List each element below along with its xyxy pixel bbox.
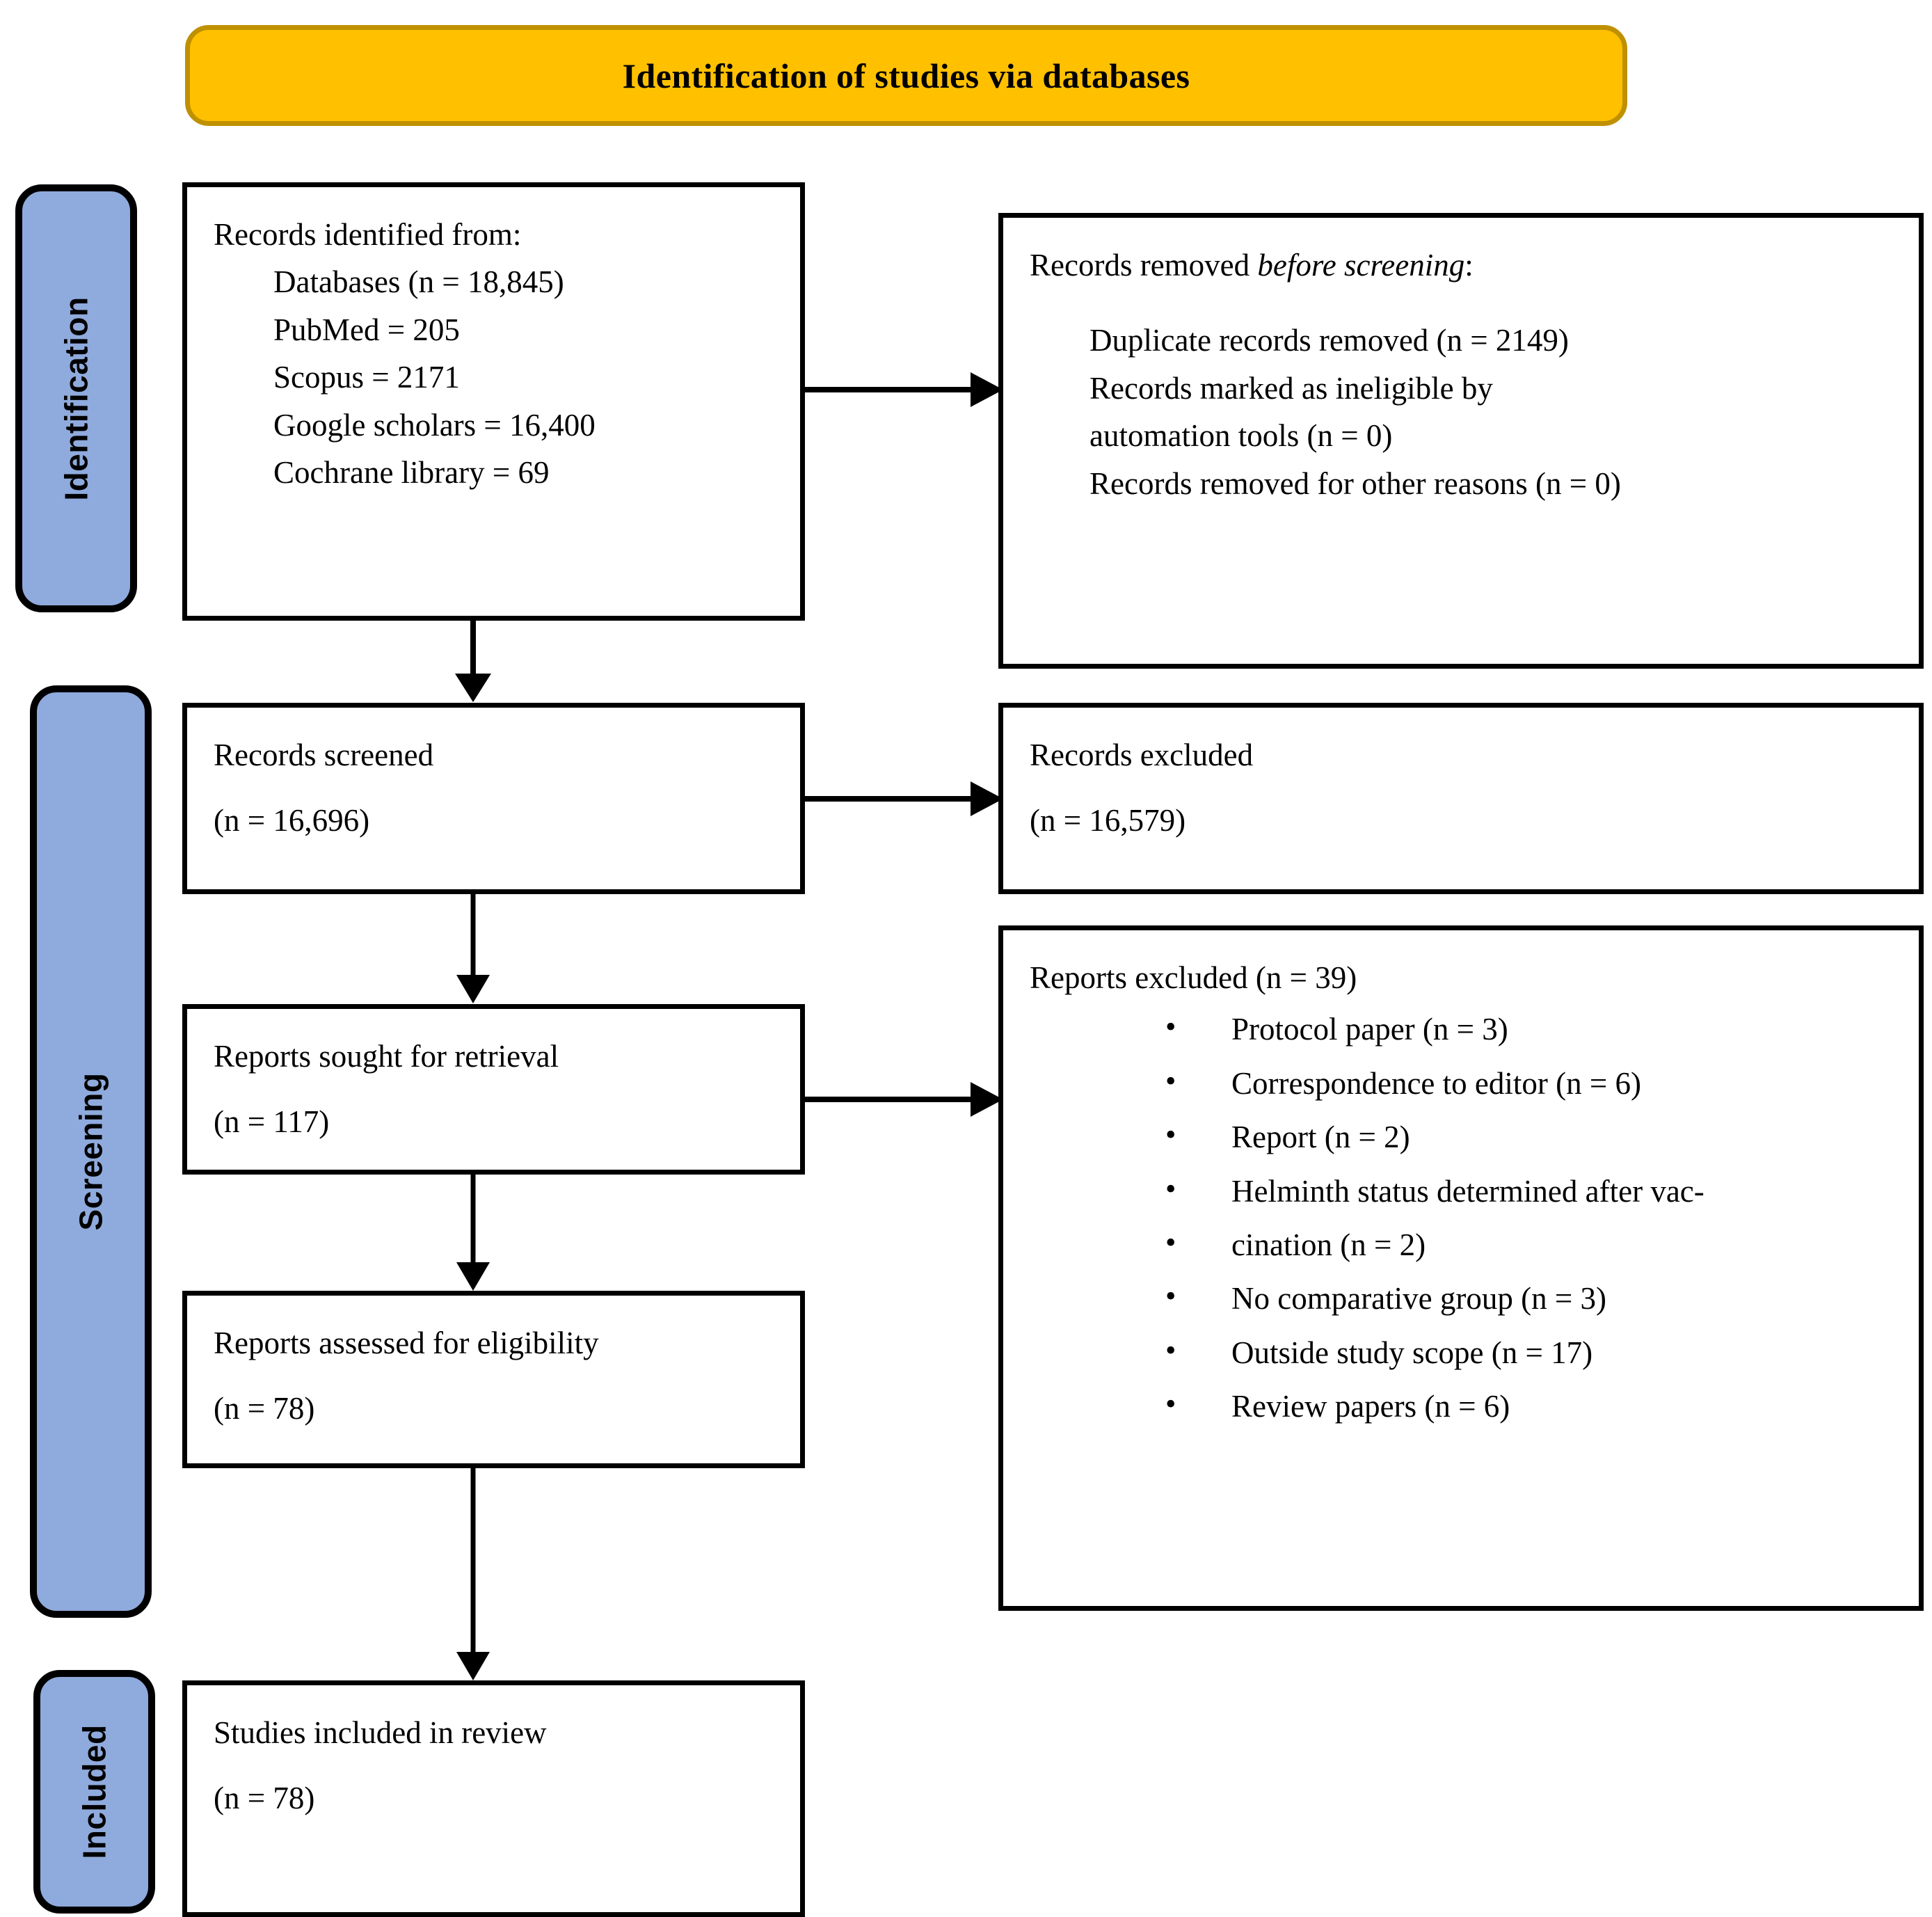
banner-title: Identification of studies via databases — [622, 56, 1190, 95]
records-excluded-count: (n = 16,579) — [1030, 803, 1186, 838]
reports-sought-label: Reports sought for retrieval — [214, 1039, 559, 1074]
records-identified-line-pubmed: PubMed = 205 — [273, 312, 460, 347]
records-screened-count: (n = 16,696) — [214, 803, 370, 838]
box-reports-assessed: Reports assessed for eligibility (n = 78… — [182, 1291, 805, 1468]
stage-tab-included: Included — [33, 1670, 155, 1914]
list-item: Review papers (n = 6) — [1030, 1381, 1892, 1430]
box-reports-sought: Reports sought for retrieval (n = 117) — [182, 1004, 805, 1175]
stage-tab-screening: Screening — [30, 685, 152, 1618]
box-reports-excluded: Reports excluded (n = 39) Protocol paper… — [998, 925, 1924, 1611]
box-records-screened: Records screened (n = 16,696) — [182, 703, 805, 894]
box-records-identified: Records identified from: Databases (n = … — [182, 182, 805, 621]
records-excluded-label: Records excluded — [1030, 738, 1254, 772]
list-item: No comparative group (n = 3) — [1030, 1273, 1892, 1322]
connector-screened-to-sought-arrow — [445, 893, 501, 1008]
stage-label-included: Included — [76, 1724, 113, 1859]
connector-screened-to-excluded-arrow — [800, 774, 1009, 823]
records-screened-label: Records screened — [214, 738, 434, 772]
reports-assessed-count: (n = 78) — [214, 1391, 315, 1426]
list-item: Report (n = 2) — [1030, 1112, 1892, 1161]
connector-sought-to-reports-excluded-arrow — [800, 1075, 1009, 1124]
reports-assessed-label: Reports assessed for eligibility — [214, 1326, 599, 1360]
reports-excluded-heading: Reports excluded (n = 39) — [1030, 960, 1357, 995]
list-item: Correspondence to editor (n = 6) — [1030, 1058, 1892, 1107]
list-item: Protocol paper (n = 3) — [1030, 1004, 1892, 1053]
connector-identified-to-screened-arrow — [445, 616, 501, 706]
stage-tab-identification: Identification — [15, 184, 137, 612]
records-removed-line-ineligible-1: Records marked as ineligible by — [1089, 370, 1493, 406]
reports-excluded-reason-list: Protocol paper (n = 3) Correspondence to… — [1030, 1004, 1892, 1430]
records-removed-line-ineligible-2: automation tools (n = 0) — [1089, 418, 1393, 454]
records-identified-heading: Records identified from: — [214, 217, 522, 252]
studies-included-count: (n = 78) — [214, 1781, 315, 1816]
records-identified-line-google-scholars: Google scholars = 16,400 — [273, 407, 596, 443]
stage-label-screening: Screening — [72, 1072, 109, 1231]
records-removed-heading-italic: before screening — [1257, 248, 1465, 283]
box-records-removed: Records removed before screening: Duplic… — [998, 213, 1924, 669]
diagram-banner: Identification of studies via databases — [185, 25, 1627, 126]
box-studies-included: Studies included in review (n = 78) — [182, 1680, 805, 1917]
records-removed-line-duplicates: Duplicate records removed (n = 2149) — [1089, 323, 1569, 358]
studies-included-label: Studies included in review — [214, 1715, 547, 1750]
records-removed-heading-suffix: : — [1464, 248, 1474, 283]
connector-assessed-to-included-arrow — [445, 1467, 501, 1684]
records-removed-line-other-reasons: Records removed for other reasons (n = 0… — [1089, 466, 1621, 501]
records-removed-heading-prefix: Records removed — [1030, 248, 1258, 283]
connector-identified-to-removed-arrow — [800, 365, 1009, 414]
connector-sought-to-assessed-arrow — [445, 1173, 501, 1295]
box-records-excluded: Records excluded (n = 16,579) — [998, 703, 1924, 894]
records-identified-line-cochrane: Cochrane library = 69 — [273, 454, 550, 490]
list-item: Helminth status determined after vac- — [1030, 1166, 1892, 1215]
records-identified-line-scopus: Scopus = 2171 — [273, 360, 460, 395]
list-item-continuation: cination (n = 2) — [1030, 1220, 1892, 1268]
reports-sought-count: (n = 117) — [214, 1104, 330, 1140]
records-removed-heading: Records removed before screening: — [1030, 241, 1892, 289]
list-item: Outside study scope (n = 17) — [1030, 1328, 1892, 1376]
stage-label-identification: Identification — [58, 296, 95, 501]
records-identified-line-databases: Databases (n = 18,845) — [273, 264, 564, 300]
